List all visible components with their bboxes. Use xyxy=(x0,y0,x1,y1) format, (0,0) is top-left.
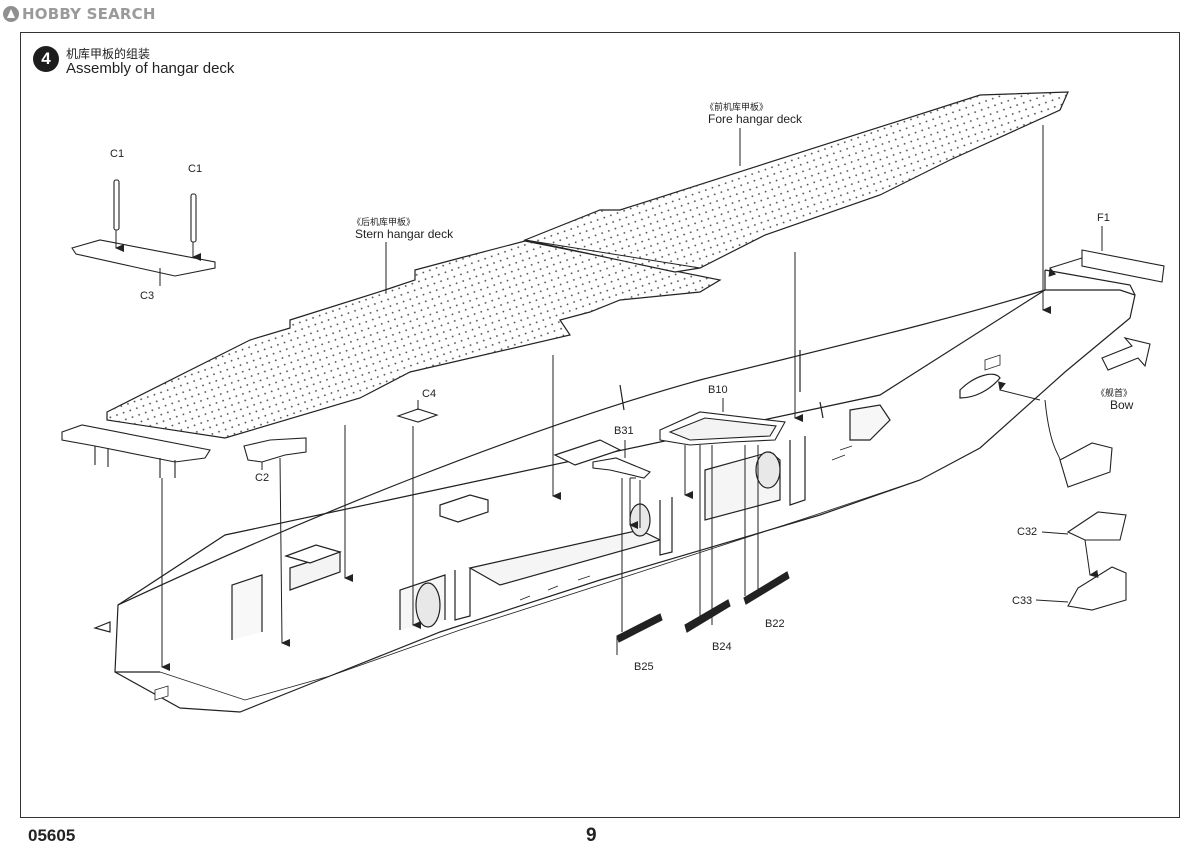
bow-direction-arrow xyxy=(1101,337,1151,371)
assembly-guide-lines xyxy=(115,125,1103,671)
hull-assembly xyxy=(93,269,1136,713)
part-label-c3: C3 xyxy=(140,290,155,302)
part-bow-piece xyxy=(1059,442,1113,488)
bow-label-en: Bow xyxy=(1110,398,1134,412)
part-label-c4: C4 xyxy=(422,388,437,400)
part-label-f1: F1 xyxy=(1097,212,1110,224)
watermark: HOBBY SEARCH xyxy=(2,4,156,24)
part-label-c33: C33 xyxy=(1012,595,1033,607)
stern-hangar-deck-label-en: Stern hangar deck xyxy=(355,227,454,241)
part-b31 xyxy=(592,457,651,479)
part-c1-left xyxy=(113,179,120,231)
part-label-b22: B22 xyxy=(765,618,785,630)
fore-hangar-deck-label-zh: 《前机库甲板》 xyxy=(705,103,769,113)
step-title-chinese: 机库甲板的组装 xyxy=(66,47,151,61)
hobby-search-logo-icon xyxy=(3,6,19,22)
fore-hangar-deck-label-en: Fore hangar deck xyxy=(708,112,803,126)
part-c4 xyxy=(396,408,439,423)
part-label-b24: B24 xyxy=(712,641,732,653)
page-number: 9 xyxy=(586,825,597,846)
bow-label-zh: 《舰首》 xyxy=(1096,389,1133,399)
part-c2 xyxy=(243,437,307,463)
part-label-c2: C2 xyxy=(255,472,270,484)
part-c32 xyxy=(1066,511,1127,541)
small-parts xyxy=(61,179,1165,643)
part-c33 xyxy=(1067,566,1127,611)
part-label-b25: B25 xyxy=(634,661,654,673)
part-b22 xyxy=(743,571,790,605)
stern-hangar-deck-label-zh: 《后机库甲板》 xyxy=(352,218,416,228)
part-c3 xyxy=(71,239,216,277)
part-c1-right xyxy=(190,193,197,243)
fore-hangar-deck xyxy=(522,91,1069,273)
part-label-b31: B31 xyxy=(614,425,634,437)
step-number-badge: 4 xyxy=(33,46,59,72)
part-label-c32: C32 xyxy=(1017,526,1038,538)
page-frame xyxy=(20,32,1180,818)
stern-hangar-deck xyxy=(106,240,722,439)
part-f1 xyxy=(1081,249,1165,283)
product-code: 05605 xyxy=(28,826,76,845)
part-bracket-left xyxy=(61,424,211,463)
watermark-text: HOBBY SEARCH xyxy=(22,5,156,23)
step-title-english: Assembly of hangar deck xyxy=(66,60,235,77)
part-label-b10: B10 xyxy=(708,384,728,396)
part-b25 xyxy=(616,613,663,643)
part-b24 xyxy=(684,599,731,633)
part-label-c1-right: C1 xyxy=(188,163,203,175)
part-label-c1-left: C1 xyxy=(110,148,125,160)
